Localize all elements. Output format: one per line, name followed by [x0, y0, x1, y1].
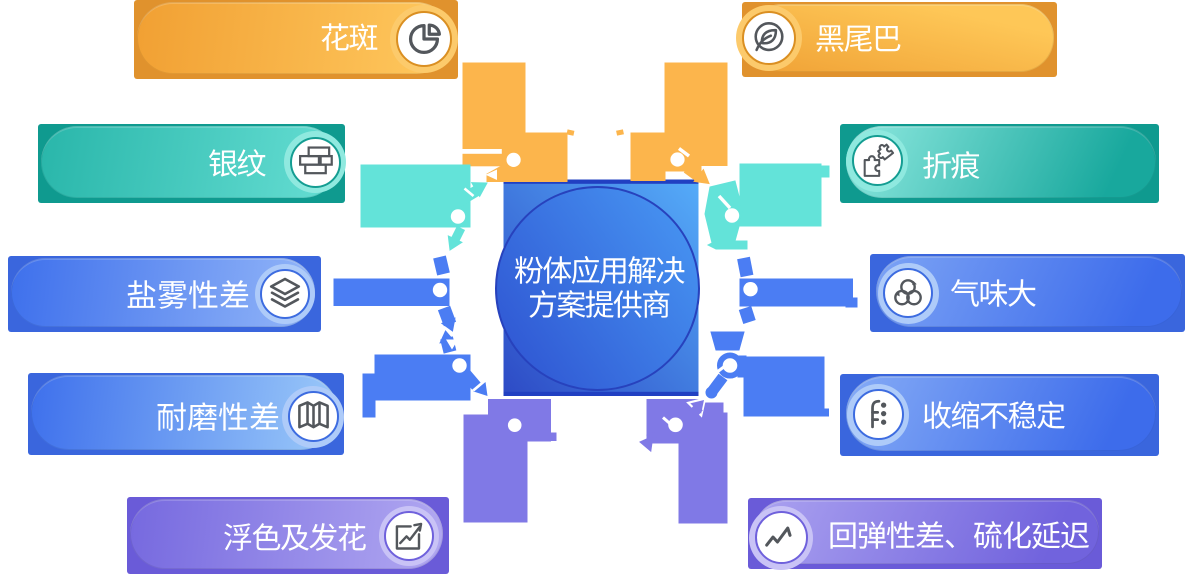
ring-dots: [432, 152, 758, 433]
connector-qiwei: [737, 256, 858, 324]
white-cutout: [446, 339, 458, 350]
capsule-yanwuxingcha[interactable]: [8, 256, 321, 332]
arrowhead: [474, 382, 488, 396]
icon-badge: [255, 263, 315, 324]
puzzle-icon: [863, 143, 894, 177]
capsule-label: [922, 150, 981, 180]
bricks-icon: [298, 145, 333, 174]
connector-yinwen: [360, 164, 488, 251]
pie-chart-icon: [408, 22, 441, 54]
center-panel: [495, 179, 700, 396]
connector-huitan: [639, 399, 728, 524]
icon-badge: [379, 505, 439, 566]
icon-badge: [282, 385, 344, 448]
white-cutout: [717, 194, 732, 210]
center-title: [497, 255, 702, 323]
capsule-huitan[interactable]: [748, 498, 1102, 570]
connector-yanwu: [333, 255, 457, 332]
icon-badge: [846, 129, 908, 192]
white-cutout: [677, 147, 691, 158]
capsule-label: [922, 400, 1066, 430]
leaf-icon: [754, 21, 784, 51]
capsule-label: [126, 279, 250, 310]
capsule-label: [208, 148, 267, 178]
capsule-label: [156, 401, 280, 432]
connector-huaban-notch: [485, 169, 497, 180]
capsule-qiweida[interactable]: [870, 254, 1185, 332]
capsule-label: [223, 522, 367, 552]
icon-badge: [749, 505, 813, 570]
capsule-label: [320, 22, 379, 52]
capsule-label: [950, 278, 1037, 308]
layers-icon: [269, 277, 301, 308]
cycle-icon: [894, 279, 922, 306]
icon-badge: [389, 4, 458, 73]
trend-line-icon: [764, 526, 792, 547]
connector-zhehen: [704, 163, 830, 250]
capsule-fuse[interactable]: [127, 497, 449, 574]
connector-shousuo: [705, 331, 829, 417]
branch-icon: [870, 399, 886, 429]
capsule-heiweiba[interactable]: [736, 2, 1057, 77]
capsule-label: [815, 23, 902, 53]
white-cutout: [463, 187, 475, 197]
capsule-label: [828, 520, 1090, 550]
capsule-zhehen[interactable]: [840, 124, 1159, 203]
capsule-naimoxingcha[interactable]: [28, 373, 344, 455]
icon-badge: [284, 131, 346, 193]
trend-box-icon: [395, 522, 423, 550]
icon-badge: [877, 262, 939, 324]
icon-badge: [847, 383, 909, 446]
center-title-line1: [497, 255, 702, 285]
connector-heiweiba: [616, 62, 728, 185]
capsule-shousuo[interactable]: [840, 374, 1159, 456]
capsule-huaban[interactable]: [134, 0, 458, 79]
connector-huitan-arrow: [689, 400, 704, 418]
center-title-line2: [497, 289, 702, 319]
connector-naimo: [362, 330, 483, 418]
icon-badge: [736, 4, 802, 71]
connector-fuse: [463, 399, 557, 523]
map-icon: [297, 401, 329, 429]
capsule-yinwen[interactable]: [38, 124, 346, 203]
